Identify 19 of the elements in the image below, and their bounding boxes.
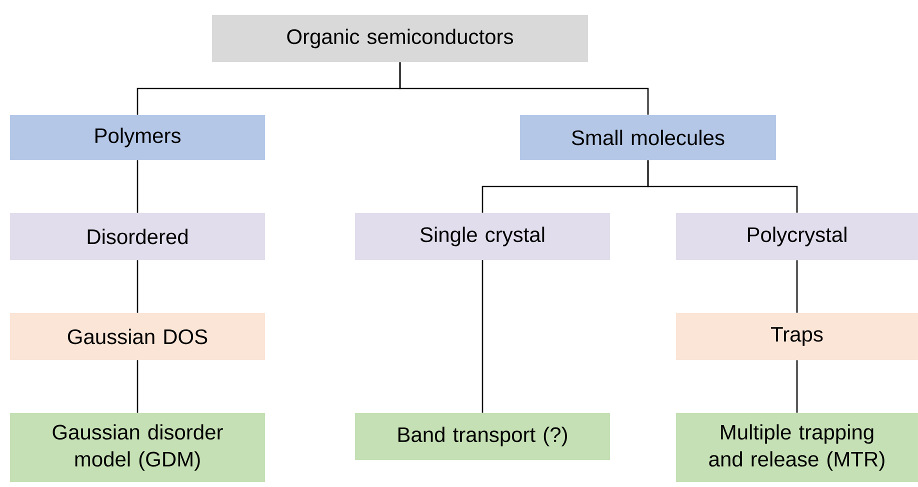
connector-line: [796, 360, 798, 413]
category-box: Single crystal: [355, 213, 610, 260]
category-box: Gaussian DOS: [10, 313, 265, 360]
category-box: Small molecules: [520, 115, 776, 160]
category-box: Gaussian disorder model (GDM): [10, 412, 265, 482]
category-box: Polycrystal: [676, 213, 918, 260]
category-box: Multiple trapping and release (MTR): [676, 412, 918, 482]
connector-line: [796, 260, 798, 313]
category-box: Organic semiconductors: [212, 15, 588, 62]
connector-line: [482, 260, 484, 413]
connector-line: [136, 360, 138, 413]
connector-line: [136, 160, 138, 213]
category-box: Band transport (?): [355, 412, 610, 460]
category-box: Traps: [676, 313, 918, 360]
connector-line: [136, 260, 138, 313]
category-box: Polymers: [10, 115, 265, 160]
connector-line: [399, 62, 649, 115]
category-box: Disordered: [10, 213, 265, 260]
connector-line: [647, 160, 798, 213]
